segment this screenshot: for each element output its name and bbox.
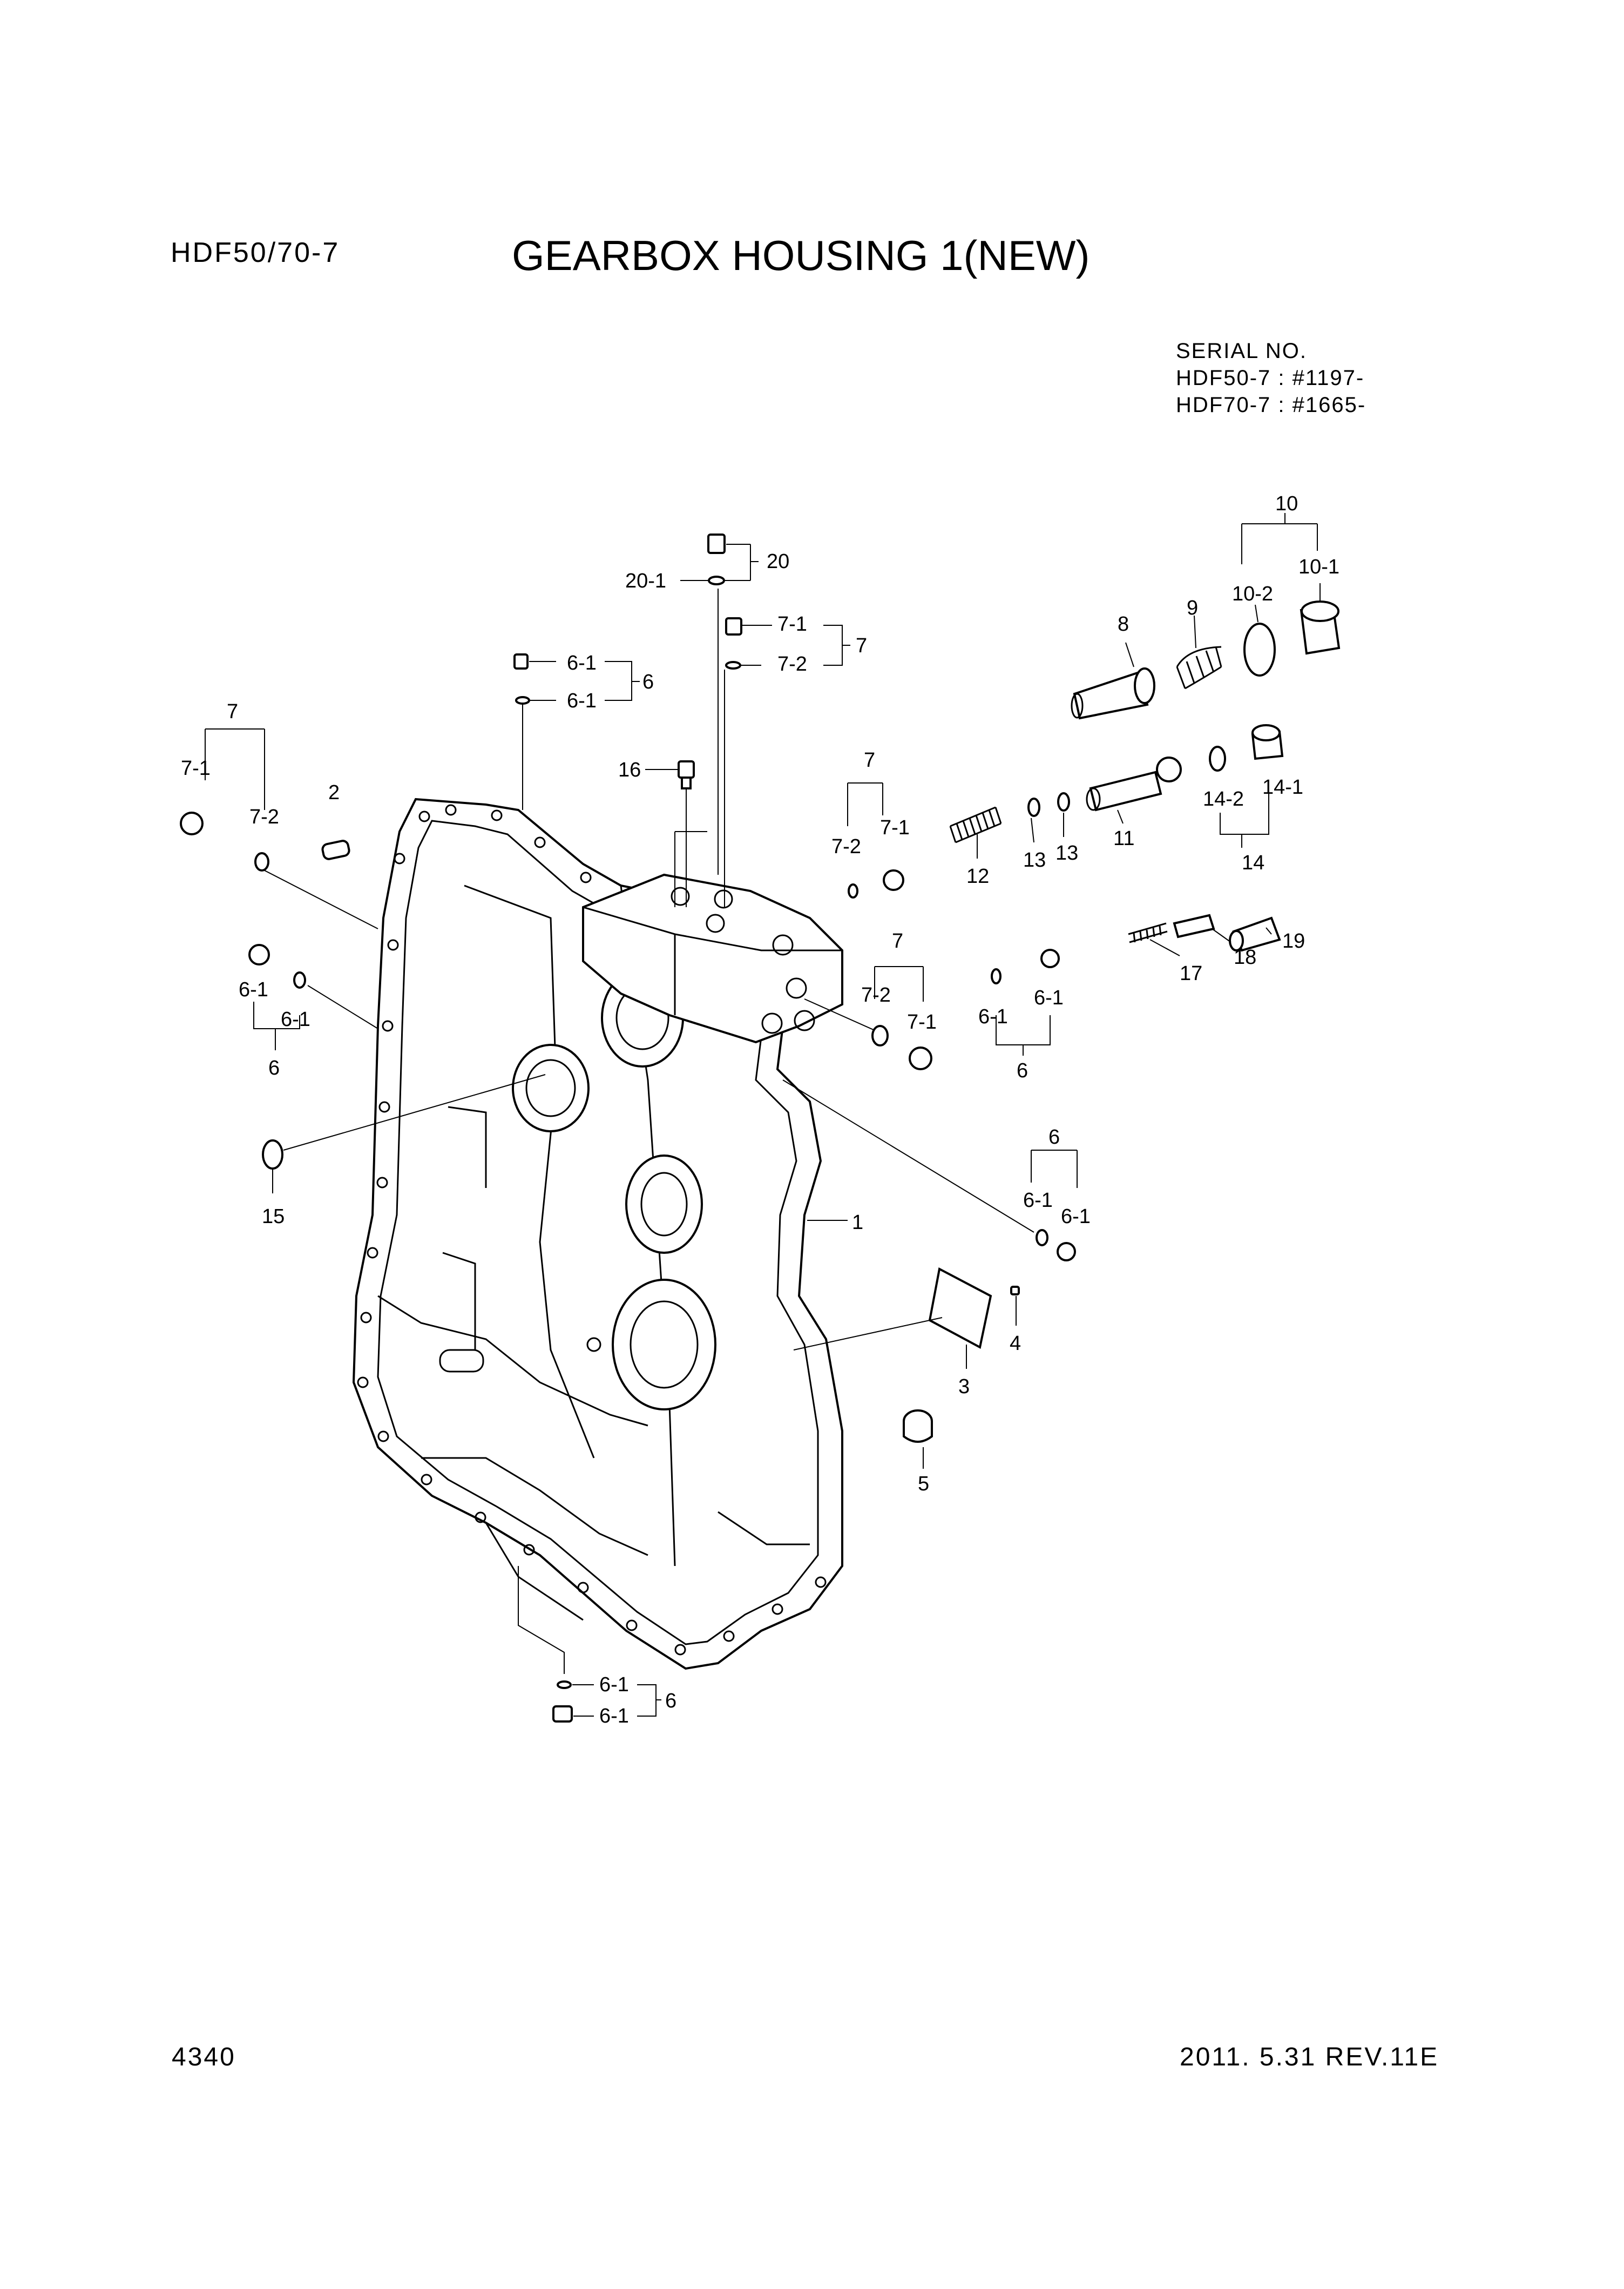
serial-hdf50: HDF50-7 : #1197-: [1176, 366, 1365, 390]
part-9-spring: [1176, 646, 1222, 690]
part-3-cover: [928, 1267, 992, 1349]
callout-6-1-right-b: 6-1: [1061, 1205, 1091, 1228]
callout-18: 18: [1234, 946, 1256, 969]
callout-16: 16: [618, 759, 641, 781]
page-title: GEARBOX HOUSING 1(NEW): [512, 232, 1090, 279]
callout-6-1-top-a: 6-1: [567, 652, 597, 674]
page-number: 4340: [172, 2043, 236, 2071]
part-7-plugs: [180, 617, 932, 1070]
callout-8: 8: [1118, 613, 1129, 636]
part-10-2-oring: [1243, 623, 1276, 677]
callout-7-mid: 7: [864, 749, 875, 772]
callout-6-mid: 6: [1017, 1059, 1028, 1082]
callout-13-b: 13: [1055, 842, 1078, 865]
callout-7-2-right: 7-2: [861, 984, 891, 1007]
callout-6-right: 6: [1048, 1126, 1060, 1149]
part-17-spring: [1128, 922, 1168, 943]
callout-6-1-right-a: 6-1: [1023, 1189, 1053, 1212]
callout-4: 4: [1010, 1332, 1021, 1355]
part-13-orings: [1027, 792, 1070, 817]
callout-3: 3: [958, 1375, 970, 1398]
callout-10: 10: [1275, 492, 1298, 515]
callout-9: 9: [1187, 597, 1198, 619]
callout-17: 17: [1180, 962, 1202, 985]
leader-lines: [205, 513, 1321, 1717]
part-16-plug: [678, 760, 695, 789]
callout-7-top: 7: [856, 634, 867, 657]
callout-6-1-mid-a: 6-1: [978, 1005, 1008, 1028]
callout-14: 14: [1242, 852, 1264, 874]
callout-7-2-left: 7-2: [249, 806, 279, 828]
part-20-plug: [707, 534, 726, 585]
callout-6-top: 6: [642, 671, 654, 693]
callout-5: 5: [918, 1473, 929, 1495]
callout-6-1-mid-b: 6-1: [1034, 987, 1064, 1009]
part-8-sleeve: [1071, 667, 1155, 720]
callout-7-1-left: 7-1: [181, 757, 211, 780]
callout-6-1-bottom-b: 6-1: [599, 1705, 629, 1727]
part-19-fitting: [1229, 916, 1281, 952]
part-6-plugs: [248, 653, 1076, 1723]
callout-14-1: 14-1: [1262, 776, 1303, 799]
part-12-spring: [949, 806, 1002, 843]
part-14-plug: [1209, 724, 1284, 772]
callout-6-1-left-b: 6-1: [281, 1008, 310, 1031]
part-10-1-cap: [1300, 600, 1341, 655]
part-11-spool: [1086, 757, 1182, 812]
callout-7-1-top: 7-1: [777, 613, 807, 636]
callout-6-1-top-b: 6-1: [567, 690, 597, 712]
callout-6-1-bottom-a: 6-1: [599, 1673, 629, 1696]
callout-2: 2: [328, 781, 340, 804]
callout-6-bottom: 6: [665, 1690, 676, 1712]
callout-labels: 1 2 3 4 5 6 6-1 6-1 6 6-1 6-1 6 6-1 6-1 …: [181, 492, 1339, 1727]
callout-6-1-left-a: 6-1: [239, 978, 268, 1001]
callout-7-right: 7: [892, 930, 903, 953]
serial-heading: SERIAL NO.: [1176, 339, 1308, 363]
model-label: HDF50/70-7: [171, 237, 340, 268]
callout-7-2-top: 7-2: [777, 653, 807, 676]
serial-hdf70: HDF70-7 : #1665-: [1176, 393, 1366, 417]
callout-19: 19: [1282, 930, 1305, 953]
callout-12: 12: [966, 865, 989, 888]
gearbox-housing: [352, 798, 843, 1670]
callout-7-1-right: 7-1: [907, 1011, 937, 1034]
part-5-plug: [903, 1409, 933, 1443]
part-15-oring: [262, 1139, 283, 1170]
callout-6-left: 6: [268, 1057, 280, 1079]
part-4-screw: [1010, 1286, 1020, 1295]
callout-14-2: 14-2: [1203, 788, 1244, 811]
callout-13-a: 13: [1023, 849, 1046, 872]
callout-11: 11: [1113, 827, 1134, 850]
callout-20: 20: [767, 550, 789, 573]
part-2-pin: [321, 840, 350, 860]
revision-date: 2011. 5.31 REV.11E: [1180, 2043, 1439, 2071]
callout-1: 1: [852, 1211, 863, 1234]
callout-10-1: 10-1: [1298, 556, 1339, 578]
part-18-plunger: [1173, 914, 1215, 938]
callout-7-left: 7: [227, 700, 238, 723]
callout-15: 15: [262, 1205, 285, 1228]
callout-10-2: 10-2: [1232, 583, 1273, 605]
callout-7-2-mid: 7-2: [831, 835, 861, 858]
callout-20-1: 20-1: [625, 570, 666, 592]
callout-7-1-mid: 7-1: [880, 816, 910, 839]
